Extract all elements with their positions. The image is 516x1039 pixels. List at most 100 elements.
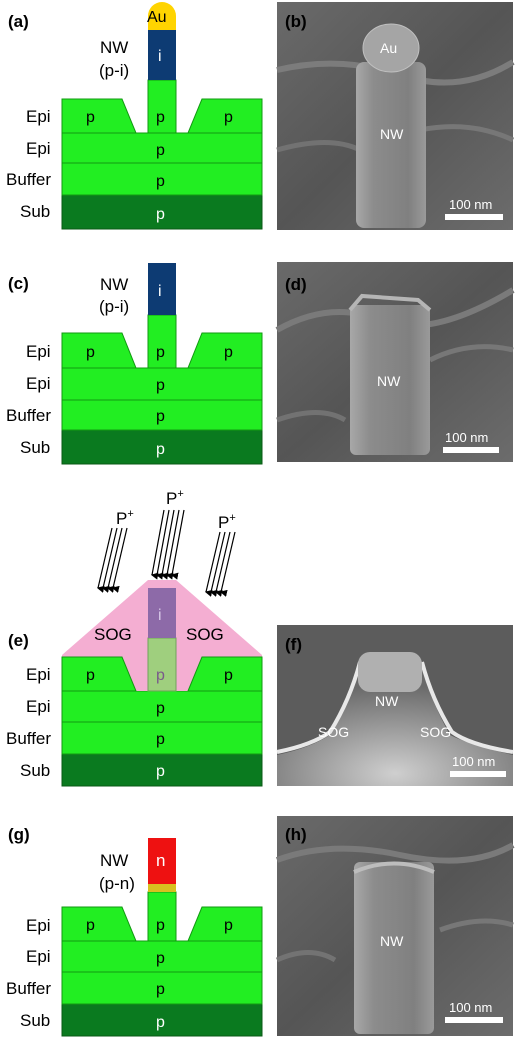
nw-type-label: (p-i) — [99, 297, 129, 316]
ion-label-right: P+ — [218, 512, 236, 532]
n-label: n — [156, 851, 165, 870]
sem-au-droplet — [362, 23, 420, 73]
arrow-group-center — [150, 509, 185, 580]
sub-label: Sub — [20, 761, 50, 780]
p-label: p — [224, 917, 233, 934]
sem-texture — [275, 842, 515, 864]
sem-sog-edge — [420, 661, 514, 754]
ion-implant-arrows — [96, 509, 236, 597]
scale-bar-label: 100 nm — [449, 1000, 492, 1015]
nw-type-label: (p-n) — [99, 874, 135, 893]
epi-label-top: Epi — [26, 342, 51, 361]
panel-d-label: (d) — [285, 275, 307, 294]
sem-texture — [275, 950, 337, 963]
scale-bar — [443, 447, 499, 453]
panel-c-schematic: (c) i NW (p-i) Epi Epi Buffer Sub p p p … — [6, 263, 263, 465]
buffer-label: Buffer — [6, 979, 51, 998]
nanowire-junction — [148, 884, 176, 892]
epi-label-bottom: Epi — [26, 947, 51, 966]
ion-label-center: P+ — [166, 488, 184, 508]
p-label: p — [86, 109, 95, 126]
epi-mesa-left — [61, 656, 137, 692]
epi-label-bottom: Epi — [26, 139, 51, 158]
p-label: p — [86, 667, 95, 684]
p-label: p — [86, 344, 95, 361]
panel-f-sem: NW SOG SOG (f) 100 nm — [276, 625, 514, 786]
p-label: p — [156, 173, 165, 190]
buffer-layer — [61, 721, 263, 755]
sem-texture — [276, 140, 362, 153]
panel-g-schematic: (g) n NW (p-n) Epi Epi Buffer Sub p p p … — [6, 825, 263, 1037]
epi-mesa-right — [187, 98, 263, 134]
panel-d-sem: NW (d) 100 nm — [275, 262, 515, 462]
buffer-layer — [61, 971, 263, 1005]
panel-e-label: (e) — [8, 631, 29, 650]
nw-label: NW — [100, 38, 128, 57]
p-label: p — [156, 981, 165, 998]
sub-label: Sub — [20, 202, 50, 221]
sub-label: Sub — [20, 1011, 50, 1030]
p-label: p — [156, 109, 165, 126]
p-label: p — [156, 377, 165, 394]
scale-bar — [445, 1017, 503, 1023]
sem-nw-label: NW — [380, 933, 404, 949]
sem-nw-label: NW — [380, 126, 404, 142]
i-label: i — [158, 48, 162, 65]
epi-layer-lower — [61, 367, 263, 401]
p-label: p — [156, 700, 165, 717]
nw-label: NW — [100, 275, 128, 294]
sem-nw-label: NW — [375, 693, 399, 709]
epi-mesa-left — [61, 98, 137, 134]
sem-sog-edge — [276, 661, 362, 754]
arrow-group-right — [204, 531, 236, 597]
sem-texture — [419, 124, 515, 143]
scale-bar-label: 100 nm — [449, 197, 492, 212]
buffer-label: Buffer — [6, 729, 51, 748]
sem-nanowire-top — [348, 293, 432, 312]
p-label: p — [156, 731, 165, 748]
arrow-group-left — [96, 527, 128, 593]
sem-sog-label-right: SOG — [420, 724, 451, 740]
panel-b-label: (b) — [285, 12, 307, 31]
nanowire-n-segment — [148, 838, 176, 884]
panel-c-label: (c) — [8, 274, 29, 293]
p-label: p — [224, 667, 233, 684]
nanowire-i-segment — [148, 30, 176, 80]
i-label: i — [158, 283, 162, 300]
sem-nanowire — [358, 652, 422, 692]
panel-f-label: (f) — [285, 635, 302, 654]
sem-texture — [428, 344, 514, 363]
panel-a-label: (a) — [8, 12, 29, 31]
p-label: p — [156, 206, 165, 223]
sog-label-left: SOG — [94, 625, 132, 644]
epi-mesa-left — [61, 332, 137, 369]
sub-label: Sub — [20, 438, 50, 457]
nw-label: NW — [100, 851, 128, 870]
scale-bar — [445, 214, 503, 220]
panel-e-schematic: (e) P+ P+ P+ — [6, 488, 263, 787]
sem-nw-label: NW — [377, 373, 401, 389]
epi-label-bottom: Epi — [26, 697, 51, 716]
sem-texture — [276, 410, 347, 423]
epi-mesa-left — [61, 906, 137, 942]
sog-label-right: SOG — [186, 625, 224, 644]
p-label: p — [224, 109, 233, 126]
epi-mesa-right — [187, 906, 263, 942]
panel-h-label: (h) — [285, 825, 307, 844]
sem-texture — [439, 918, 514, 933]
sem-nanowire — [354, 862, 434, 1034]
epi-label-top: Epi — [26, 665, 51, 684]
sem-nanowire — [356, 62, 426, 228]
sem-sog-mound — [277, 660, 513, 786]
p-label: p — [156, 763, 165, 780]
substrate-layer — [61, 1003, 263, 1037]
panel-b-sem: Au NW (b) 100 nm — [276, 2, 515, 230]
epi-layer-lower — [61, 690, 263, 723]
p-label: p — [156, 408, 165, 425]
epi-mesa-right — [187, 656, 263, 692]
p-label: p — [156, 1014, 165, 1031]
au-catalyst — [148, 2, 176, 30]
sem-au-label: Au — [380, 40, 397, 56]
i-label: i — [158, 607, 162, 624]
